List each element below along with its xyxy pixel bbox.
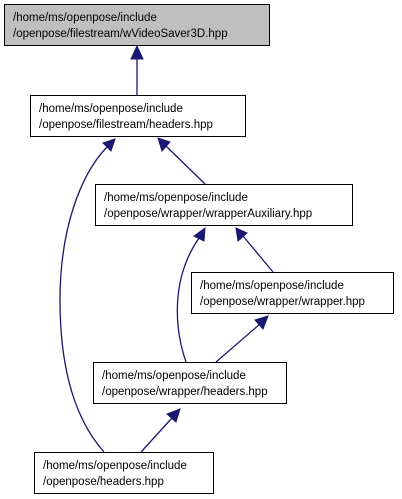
edge-arrowhead bbox=[254, 315, 269, 330]
edge-wrapper-headers-to-wrapper-auxiliary bbox=[176, 237, 200, 363]
node-filestream-headers[interactable]: /home/ms/openpose/include /openpose/file… bbox=[30, 95, 246, 137]
edge-wrapper-auxiliary-to-filestream-headers bbox=[165, 145, 206, 185]
node-wrapper-wrapper[interactable]: /home/ms/openpose/include /openpose/wrap… bbox=[191, 272, 394, 314]
nodes: /home/ms/openpose/include /openpose/file… bbox=[4, 4, 394, 494]
node-wvideosaver3d[interactable]: /home/ms/openpose/include /openpose/file… bbox=[4, 4, 270, 46]
node-label-line2: /openpose/wrapper/wrapper.hpp bbox=[200, 296, 365, 308]
node-box bbox=[4, 4, 270, 46]
node-label-line1: /home/ms/openpose/include bbox=[200, 280, 344, 292]
node-label-line2: /openpose/wrapper/wrapperAuxiliary.hpp bbox=[104, 208, 312, 220]
edge-arrowhead bbox=[193, 226, 206, 242]
node-box bbox=[30, 95, 246, 137]
node-openpose-headers[interactable]: /home/ms/openpose/include /openpose/head… bbox=[34, 452, 214, 494]
edge-arrowhead bbox=[157, 137, 171, 152]
node-label-line2: /openpose/wrapper/headers.hpp bbox=[102, 386, 268, 398]
edge-openpose-headers-to-filestream-headers bbox=[59, 146, 108, 453]
edge-wrapper-wrapper-to-wrapper-auxiliary bbox=[242, 235, 274, 273]
node-label-line1: /home/ms/openpose/include bbox=[39, 103, 183, 115]
edge-arrowhead bbox=[166, 408, 181, 423]
node-label-line1: /home/ms/openpose/include bbox=[43, 460, 187, 472]
edges bbox=[59, 44, 274, 453]
edge-arrowhead bbox=[102, 138, 116, 152]
node-box bbox=[191, 272, 394, 314]
edge-arrowhead bbox=[235, 227, 248, 242]
edge-arrowhead bbox=[130, 44, 144, 60]
node-label-line2: /openpose/filestream/headers.hpp bbox=[39, 119, 213, 131]
node-label-line1: /home/ms/openpose/include bbox=[102, 370, 246, 382]
edge-openpose-headers-to-wrapper-headers bbox=[140, 417, 173, 453]
edge-wrapper-headers-to-wrapper-wrapper bbox=[215, 323, 261, 363]
node-label-line1: /home/ms/openpose/include bbox=[13, 12, 157, 24]
node-box bbox=[93, 362, 287, 404]
node-wrapper-headers[interactable]: /home/ms/openpose/include /openpose/wrap… bbox=[93, 362, 287, 404]
node-label-line2: /openpose/headers.hpp bbox=[43, 476, 164, 488]
node-wrapper-auxiliary[interactable]: /home/ms/openpose/include /openpose/wrap… bbox=[95, 184, 353, 226]
node-box bbox=[34, 452, 214, 494]
node-label-line1: /home/ms/openpose/include bbox=[104, 192, 248, 204]
node-box bbox=[95, 184, 353, 226]
node-label-line2: /openpose/filestream/wVideoSaver3D.hpp bbox=[13, 28, 228, 40]
